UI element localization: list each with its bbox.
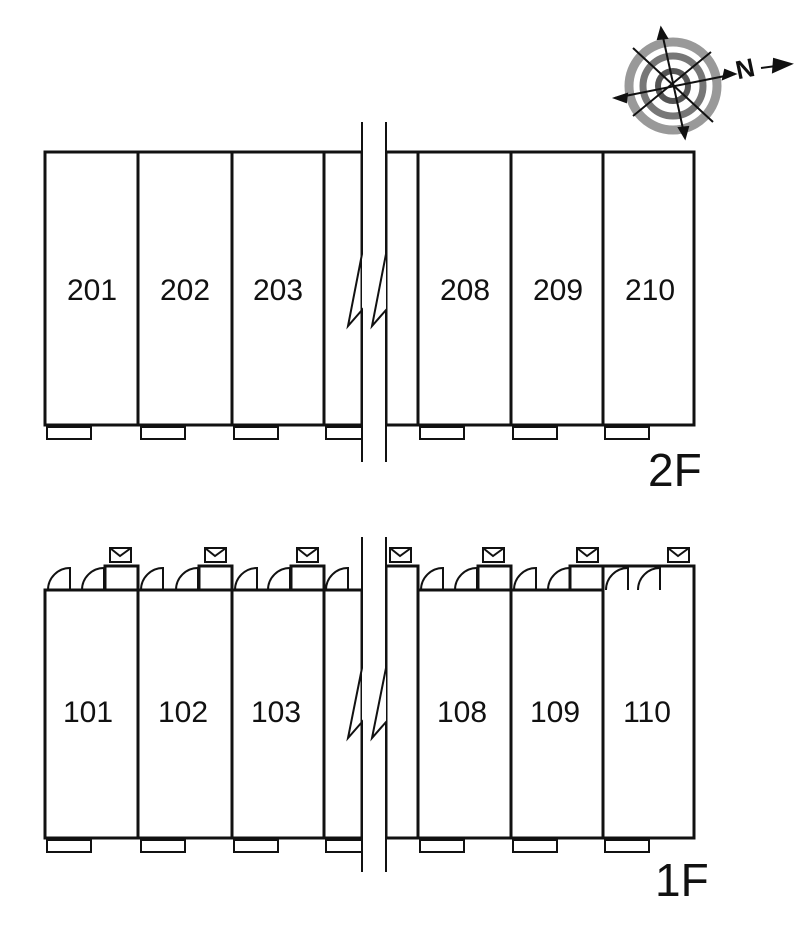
unit-label: 209 xyxy=(533,274,583,307)
balcony xyxy=(46,426,92,440)
door-swing-icon xyxy=(454,566,478,591)
unit-209-room xyxy=(509,150,605,427)
balcony xyxy=(604,426,650,440)
unit-label: 203 xyxy=(253,274,303,307)
unit-102-room xyxy=(136,588,234,840)
balcony xyxy=(140,426,186,440)
unit-203-room xyxy=(230,150,326,427)
floor-2f xyxy=(43,120,696,462)
unit-202-room xyxy=(136,150,234,427)
break-gap-1f xyxy=(362,535,386,872)
unit-labels-1f: 101 102 103 108 109 110 xyxy=(63,696,671,729)
balcony xyxy=(512,839,558,853)
door-swing-icon xyxy=(267,566,291,591)
door-swing-icon xyxy=(637,566,661,591)
balcony xyxy=(233,426,279,440)
door-swing-icon xyxy=(175,566,199,591)
break-line-right xyxy=(370,537,387,872)
door-swing-icon xyxy=(47,566,71,591)
balcony xyxy=(325,839,363,853)
door-swing-icon xyxy=(325,566,349,591)
unit-label: 109 xyxy=(530,696,580,729)
unit-label: 202 xyxy=(160,274,210,307)
compass-rose-icon xyxy=(611,25,794,141)
balcony xyxy=(419,426,465,440)
meter-box-icon xyxy=(667,547,690,563)
balcony xyxy=(604,839,650,853)
meter-box-icon xyxy=(204,547,227,563)
unit-label: 102 xyxy=(158,696,208,729)
door-swing-icon xyxy=(513,566,537,591)
entrance-notch xyxy=(197,564,234,592)
entrance-notch xyxy=(103,564,140,592)
unit-label: 110 xyxy=(623,696,671,729)
break-line-right xyxy=(370,122,387,462)
unit-label: 108 xyxy=(437,696,487,729)
unit-label: 208 xyxy=(440,274,490,307)
balcony xyxy=(419,839,465,853)
door-swing-icon xyxy=(420,566,444,591)
entrance-notch xyxy=(568,564,605,592)
unit-label: 201 xyxy=(67,274,117,307)
unit-101-room xyxy=(43,588,140,840)
unit-label: 103 xyxy=(251,696,301,729)
break-line-left xyxy=(346,122,363,462)
compass-north-label: N xyxy=(733,52,758,85)
balcony xyxy=(512,426,558,440)
unit-210-room xyxy=(601,150,696,427)
door-swing-icon xyxy=(234,566,258,591)
door-swing-icon xyxy=(547,566,571,591)
unit-208-room xyxy=(416,150,513,427)
meter-box-icon xyxy=(482,547,505,563)
unit-label: 210 xyxy=(625,274,675,307)
balcony xyxy=(325,426,363,440)
meter-box-icon xyxy=(576,547,599,563)
break-gap-2f xyxy=(362,120,386,462)
balcony xyxy=(46,839,92,853)
door-swing-icon xyxy=(81,566,105,591)
break-line-left xyxy=(346,537,363,872)
meter-box-icon xyxy=(389,547,412,563)
unit-107-room-partial xyxy=(384,564,420,840)
unit-104-room-partial xyxy=(322,588,364,840)
unit-110-room xyxy=(601,564,696,840)
entrance-notch xyxy=(289,564,326,592)
entrance-notch xyxy=(476,564,513,592)
unit-108-room xyxy=(416,588,513,840)
meter-box-icon xyxy=(109,547,132,563)
unit-207-room-partial xyxy=(384,150,420,427)
meter-box-icon xyxy=(296,547,319,563)
floor-1f xyxy=(43,535,696,872)
unit-labels-2f: 201 202 203 208 209 210 xyxy=(67,274,675,307)
unit-label: 101 xyxy=(63,696,113,729)
door-swing-icon xyxy=(605,566,629,591)
floor-label-2f: 2F xyxy=(648,444,702,496)
unit-201-room xyxy=(43,150,140,427)
unit-109-room xyxy=(509,588,605,840)
balcony xyxy=(233,839,279,853)
balcony xyxy=(140,839,186,853)
unit-103-room xyxy=(230,588,326,840)
floor-label-1f: 1F xyxy=(655,854,709,906)
door-swing-icon xyxy=(140,566,164,591)
